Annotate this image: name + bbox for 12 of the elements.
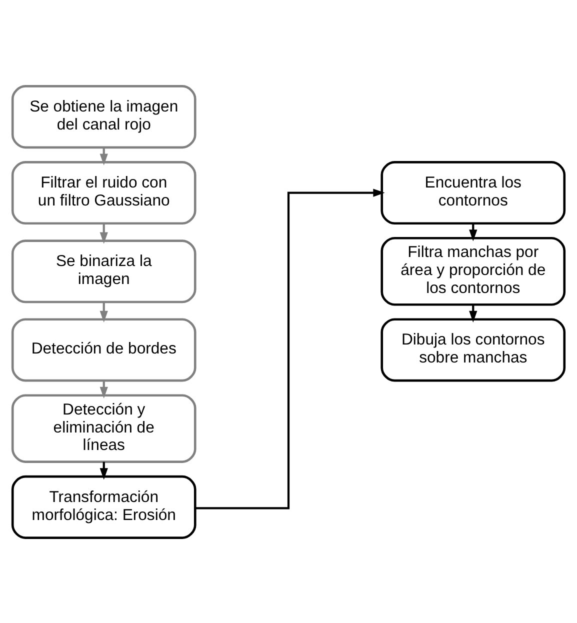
arrow [195,188,385,509]
node-box: Detección y eliminación de líneas [11,394,196,462]
node-box: Filtra manchas por área y proporción de los contornos [380,236,566,306]
arrow [100,222,108,244]
node-box: Filtrar el ruido con un filtro Gaussiano [11,160,196,224]
arrow [100,302,108,322]
node-box: Se obtiene la imagen del canal rojo [11,84,196,148]
node-box: Transformación morfológica: Erosión [11,474,196,538]
node-box: Dibuja los contornos sobre manchas [380,318,566,382]
node-box: Se binariza la imagen [11,239,196,303]
node-box: Encuentra los contornos [380,160,566,224]
node-box: Detección de bordes [11,318,196,382]
